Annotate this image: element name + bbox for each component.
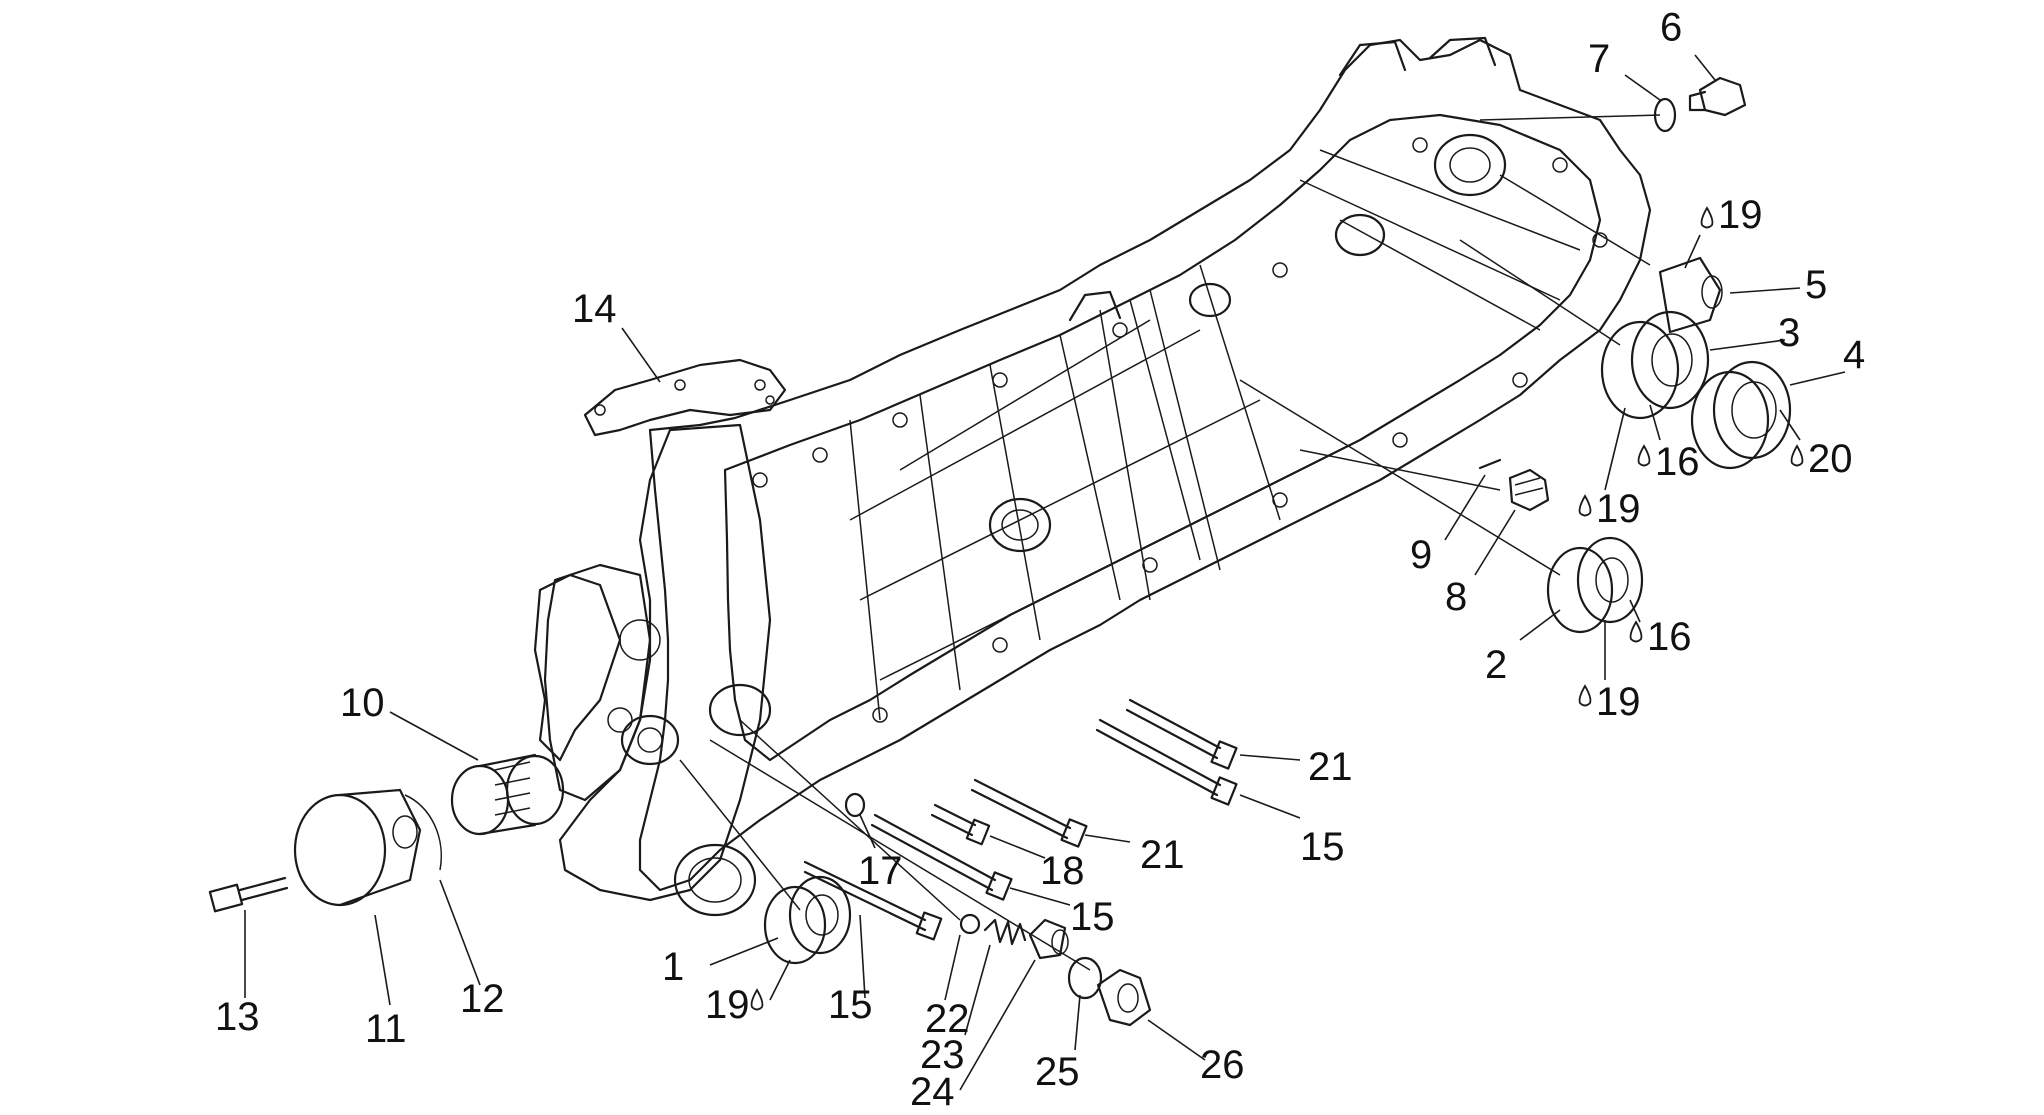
left-housing <box>543 423 772 917</box>
spring-23 <box>983 918 1027 946</box>
bolt-21-upper <box>1125 698 1238 770</box>
callout-25: 25 <box>1035 1050 1080 1094</box>
crankcase-half <box>638 36 1652 892</box>
drop-icon <box>750 988 764 1011</box>
pin-9 <box>1478 458 1502 470</box>
callout-labels: 6 7 19 5 3 4 16 20 19 9 8 16 2 19 14 10 … <box>215 6 1865 1114</box>
leader-lines <box>244 54 1846 1091</box>
callout-24: 24 <box>910 1070 955 1114</box>
callout-21: 21 <box>1308 745 1353 789</box>
callout-21: 21 <box>1140 833 1185 877</box>
callout-22: 22 <box>925 997 970 1041</box>
callout-1: 1 <box>662 945 684 989</box>
ball-22 <box>959 913 981 935</box>
callout-17: 17 <box>858 849 903 893</box>
breather-8 <box>1508 468 1550 512</box>
bearing-3 <box>1600 310 1710 420</box>
nipple-17 <box>844 792 866 818</box>
callout-3: 3 <box>1778 311 1800 355</box>
bolt-18 <box>930 803 991 846</box>
drop-icon <box>1629 620 1643 643</box>
callout-13: 13 <box>215 995 260 1039</box>
bolt-15-middle <box>870 813 1013 901</box>
callout-2: 2 <box>1485 643 1507 687</box>
drop-icon <box>1700 206 1714 229</box>
bolt-15-lower <box>803 860 943 941</box>
drop-icon <box>1790 444 1804 467</box>
washer-25 <box>1067 956 1103 1000</box>
drain-plug-6 <box>1688 76 1747 117</box>
callout-15: 15 <box>828 983 873 1027</box>
callout-16: 16 <box>1647 615 1692 659</box>
callout-19: 19 <box>1596 680 1641 724</box>
callout-6: 6 <box>1660 6 1682 50</box>
plug-26 <box>1096 968 1152 1027</box>
callout-5: 5 <box>1805 263 1827 307</box>
callout-12: 12 <box>460 977 505 1021</box>
callout-9: 9 <box>1410 533 1432 577</box>
bearing-2 <box>1546 536 1644 634</box>
callout-26: 26 <box>1200 1043 1245 1087</box>
bolt-21-lower <box>970 778 1088 848</box>
drop-icon <box>1637 444 1651 467</box>
oil-seal-4 <box>1690 360 1792 470</box>
callout-19: 19 <box>1596 487 1641 531</box>
callout-15: 15 <box>1300 825 1345 869</box>
drop-icon <box>1578 684 1592 707</box>
bolt-15-upper <box>1095 718 1238 806</box>
callout-10: 10 <box>340 681 385 725</box>
assembly-axes <box>679 114 1661 971</box>
bushing-5 <box>1658 256 1723 334</box>
gasket-left <box>533 573 622 762</box>
callout-14: 14 <box>572 287 617 331</box>
bearing-1 <box>763 875 852 965</box>
callout-16: 16 <box>1655 440 1700 484</box>
oil-filter-10 <box>450 753 565 836</box>
o-ring-12 <box>404 794 443 871</box>
callout-15: 15 <box>1070 895 1115 939</box>
lubricant-drop-icons <box>750 206 1804 1011</box>
callout-11: 11 <box>365 1007 407 1051</box>
plug-24 <box>1028 918 1069 960</box>
bolt-13 <box>208 876 289 913</box>
callout-7: 7 <box>1588 37 1610 81</box>
callout-18: 18 <box>1040 849 1085 893</box>
gasket-14 <box>583 358 787 437</box>
callout-20: 20 <box>1808 437 1853 481</box>
callout-19: 19 <box>1718 193 1763 237</box>
callout-19: 19 <box>705 983 750 1027</box>
callout-23: 23 <box>920 1033 965 1077</box>
callout-4: 4 <box>1843 333 1865 377</box>
drop-icon <box>1578 494 1592 517</box>
filter-cover-11 <box>293 788 422 907</box>
callout-8: 8 <box>1445 575 1467 619</box>
